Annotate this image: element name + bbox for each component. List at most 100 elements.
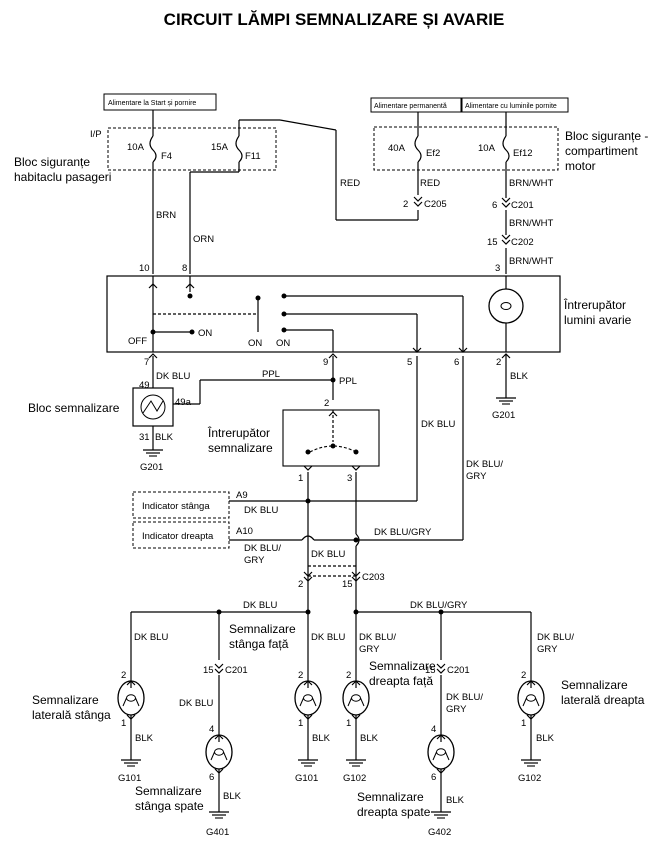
lamp-rear-left: 4 6 BLK G401 Semnalizare stânga spate	[135, 724, 242, 838]
wire-label-dkblugry-front-right-1: DK BLU/	[359, 632, 396, 643]
wire-label-dkblugry-front-right-2: GRY	[359, 644, 380, 655]
svg-text:ON: ON	[248, 338, 262, 349]
wire-label-dkblugry-left-1: DK BLU/	[244, 543, 281, 554]
svg-text:Întrerupător: Întrerupător	[207, 425, 270, 440]
pin-c205: 2	[403, 199, 408, 210]
indicator-left: Indicator stânga A9	[132, 490, 248, 519]
connector-c205: C205	[424, 199, 447, 210]
wire-label-dkblugry-rear-right-1: DK BLU/	[446, 692, 483, 703]
power-source-start: Alimentare la Start și pornire	[103, 93, 217, 111]
svg-text:OFF: OFF	[128, 336, 147, 347]
svg-text:Semnalizare: Semnalizare	[561, 678, 628, 692]
power-source-permanent: Alimentare permanentă	[370, 97, 462, 113]
pin-c203-15: 15	[342, 579, 353, 590]
wire-label-dkblugry-a10: DK BLU/GRY	[374, 527, 432, 538]
svg-text:ON: ON	[198, 328, 212, 339]
svg-text:10A: 10A	[478, 143, 496, 154]
lamp-rear-right: 4 6 BLK G402 Semnalizare dreapta spate	[357, 724, 465, 838]
wire-label-dkblugry-rear-right-2: GRY	[446, 704, 467, 715]
wire-label-dkblu-5: DK BLU	[421, 419, 455, 430]
svg-text:4: 4	[209, 724, 214, 735]
svg-text:BLK: BLK	[155, 432, 174, 443]
svg-text:Ef12: Ef12	[513, 148, 533, 159]
svg-text:Alimentare cu luminile pornite: Alimentare cu luminile pornite	[465, 103, 557, 110]
svg-text:G102: G102	[518, 773, 541, 784]
svg-text:Semnalizare: Semnalizare	[369, 659, 436, 673]
lamp-front-right: 2 1 BLK G102 Semnalizare dreapta față	[342, 659, 436, 784]
svg-text:4: 4	[431, 724, 436, 735]
wire-label-dkblugry-6a: DK BLU/	[466, 459, 503, 470]
svg-text:3: 3	[347, 473, 352, 484]
svg-text:6: 6	[431, 772, 436, 783]
svg-text:15A: 15A	[211, 142, 229, 153]
wire-label-brn-wht-2: BRN/WHT	[509, 218, 554, 229]
wire-label-dkblu-rear-left: DK BLU	[179, 698, 213, 709]
pin-c201-left: 15	[203, 665, 214, 676]
wire-label-orn: ORN	[193, 234, 214, 245]
svg-text:Întrerupător: Întrerupător	[563, 297, 626, 312]
svg-text:2: 2	[346, 670, 351, 681]
upper-wires	[152, 110, 507, 274]
wire-label-dkblu-flasher: DK BLU	[156, 371, 190, 382]
svg-text:F4: F4	[161, 151, 172, 162]
svg-text:BLK: BLK	[446, 795, 465, 806]
svg-text:Bloc siguranțe -: Bloc siguranțe -	[565, 129, 648, 143]
svg-text:2: 2	[521, 670, 526, 681]
pin-c201-top: 6	[492, 200, 497, 211]
svg-text:G402: G402	[428, 827, 451, 838]
svg-text:BLK: BLK	[536, 733, 555, 744]
svg-text:2: 2	[298, 670, 303, 681]
svg-text:1: 1	[298, 473, 303, 484]
svg-text:motor: motor	[565, 159, 596, 173]
svg-text:F11: F11	[245, 151, 261, 162]
connector-c201-right: C201	[447, 665, 470, 676]
ground-g201-left: G201	[140, 462, 163, 473]
svg-text:Alimentare permanentă: Alimentare permanentă	[374, 103, 447, 110]
svg-text:habitaclu pasageri: habitaclu pasageri	[14, 170, 111, 184]
svg-text:Semnalizare: Semnalizare	[135, 784, 202, 798]
svg-text:1: 1	[298, 718, 303, 729]
wire-label-red-1: RED	[340, 178, 360, 189]
connector-c201-top: C201	[511, 200, 534, 211]
pin-c203-2: 2	[298, 579, 303, 590]
ground-g201-right: G201	[492, 410, 515, 421]
hazard-switch-contacts: OFF ON ON ON	[128, 293, 290, 349]
svg-text:1: 1	[521, 718, 526, 729]
wire-label-red-2: RED	[420, 178, 440, 189]
wire-label-dkblugry-side-right-2: GRY	[537, 644, 558, 655]
wire-label-dkblu-mid: DK BLU	[311, 549, 345, 560]
svg-text:A9: A9	[236, 490, 248, 501]
indicator-right: Indicator dreapta A10	[132, 521, 253, 549]
wire-label-dkblugry-side-right-1: DK BLU/	[537, 632, 574, 643]
svg-text:semnalizare: semnalizare	[208, 441, 273, 455]
svg-text:laterală dreapta: laterală dreapta	[561, 693, 645, 707]
wire-label-brn: BRN	[156, 210, 176, 221]
svg-text:Semnalizare: Semnalizare	[32, 693, 99, 707]
svg-text:BLK: BLK	[223, 791, 242, 802]
svg-text:Semnalizare: Semnalizare	[357, 790, 424, 804]
fuse-ef2: 40A Ef2	[388, 135, 440, 163]
fuse-box-cabin: I/P Bloc siguranțe habitaclu pasageri	[14, 127, 277, 184]
svg-text:Bloc semnalizare: Bloc semnalizare	[28, 401, 120, 415]
wire-label-brn-wht-3: BRN/WHT	[509, 256, 554, 267]
svg-text:31: 31	[139, 432, 150, 443]
svg-text:1: 1	[121, 718, 126, 729]
svg-text:8: 8	[182, 263, 187, 274]
wire-label-dkblugry-bus: DK BLU/GRY	[410, 600, 468, 611]
wire-label-dkblu-front-left: DK BLU	[311, 632, 345, 643]
turn-signal-switch: 2 Întrerupător semnalizare 1 3	[207, 398, 380, 484]
svg-text:Semnalizare: Semnalizare	[229, 622, 296, 636]
flasher-unit: 49 49a 31 BLK Bloc semnalizare	[28, 380, 192, 443]
hazard-switch: 10 8 3 Întrerupător lumini avarie	[106, 263, 632, 353]
pin-c202: 15	[487, 237, 498, 248]
lamp-front-left: 2 1 BLK G101 Semnalizare stânga față	[229, 622, 331, 784]
svg-text:stânga față: stânga față	[229, 637, 289, 651]
fuse-f4: 10A F4	[127, 135, 172, 163]
svg-text:10: 10	[139, 263, 150, 274]
svg-text:I/P: I/P	[90, 129, 102, 140]
svg-text:compartiment: compartiment	[565, 144, 638, 158]
svg-text:49: 49	[139, 380, 150, 391]
svg-text:BLK: BLK	[135, 733, 154, 744]
pin-5: 5	[407, 357, 412, 368]
svg-text:3: 3	[495, 263, 500, 274]
